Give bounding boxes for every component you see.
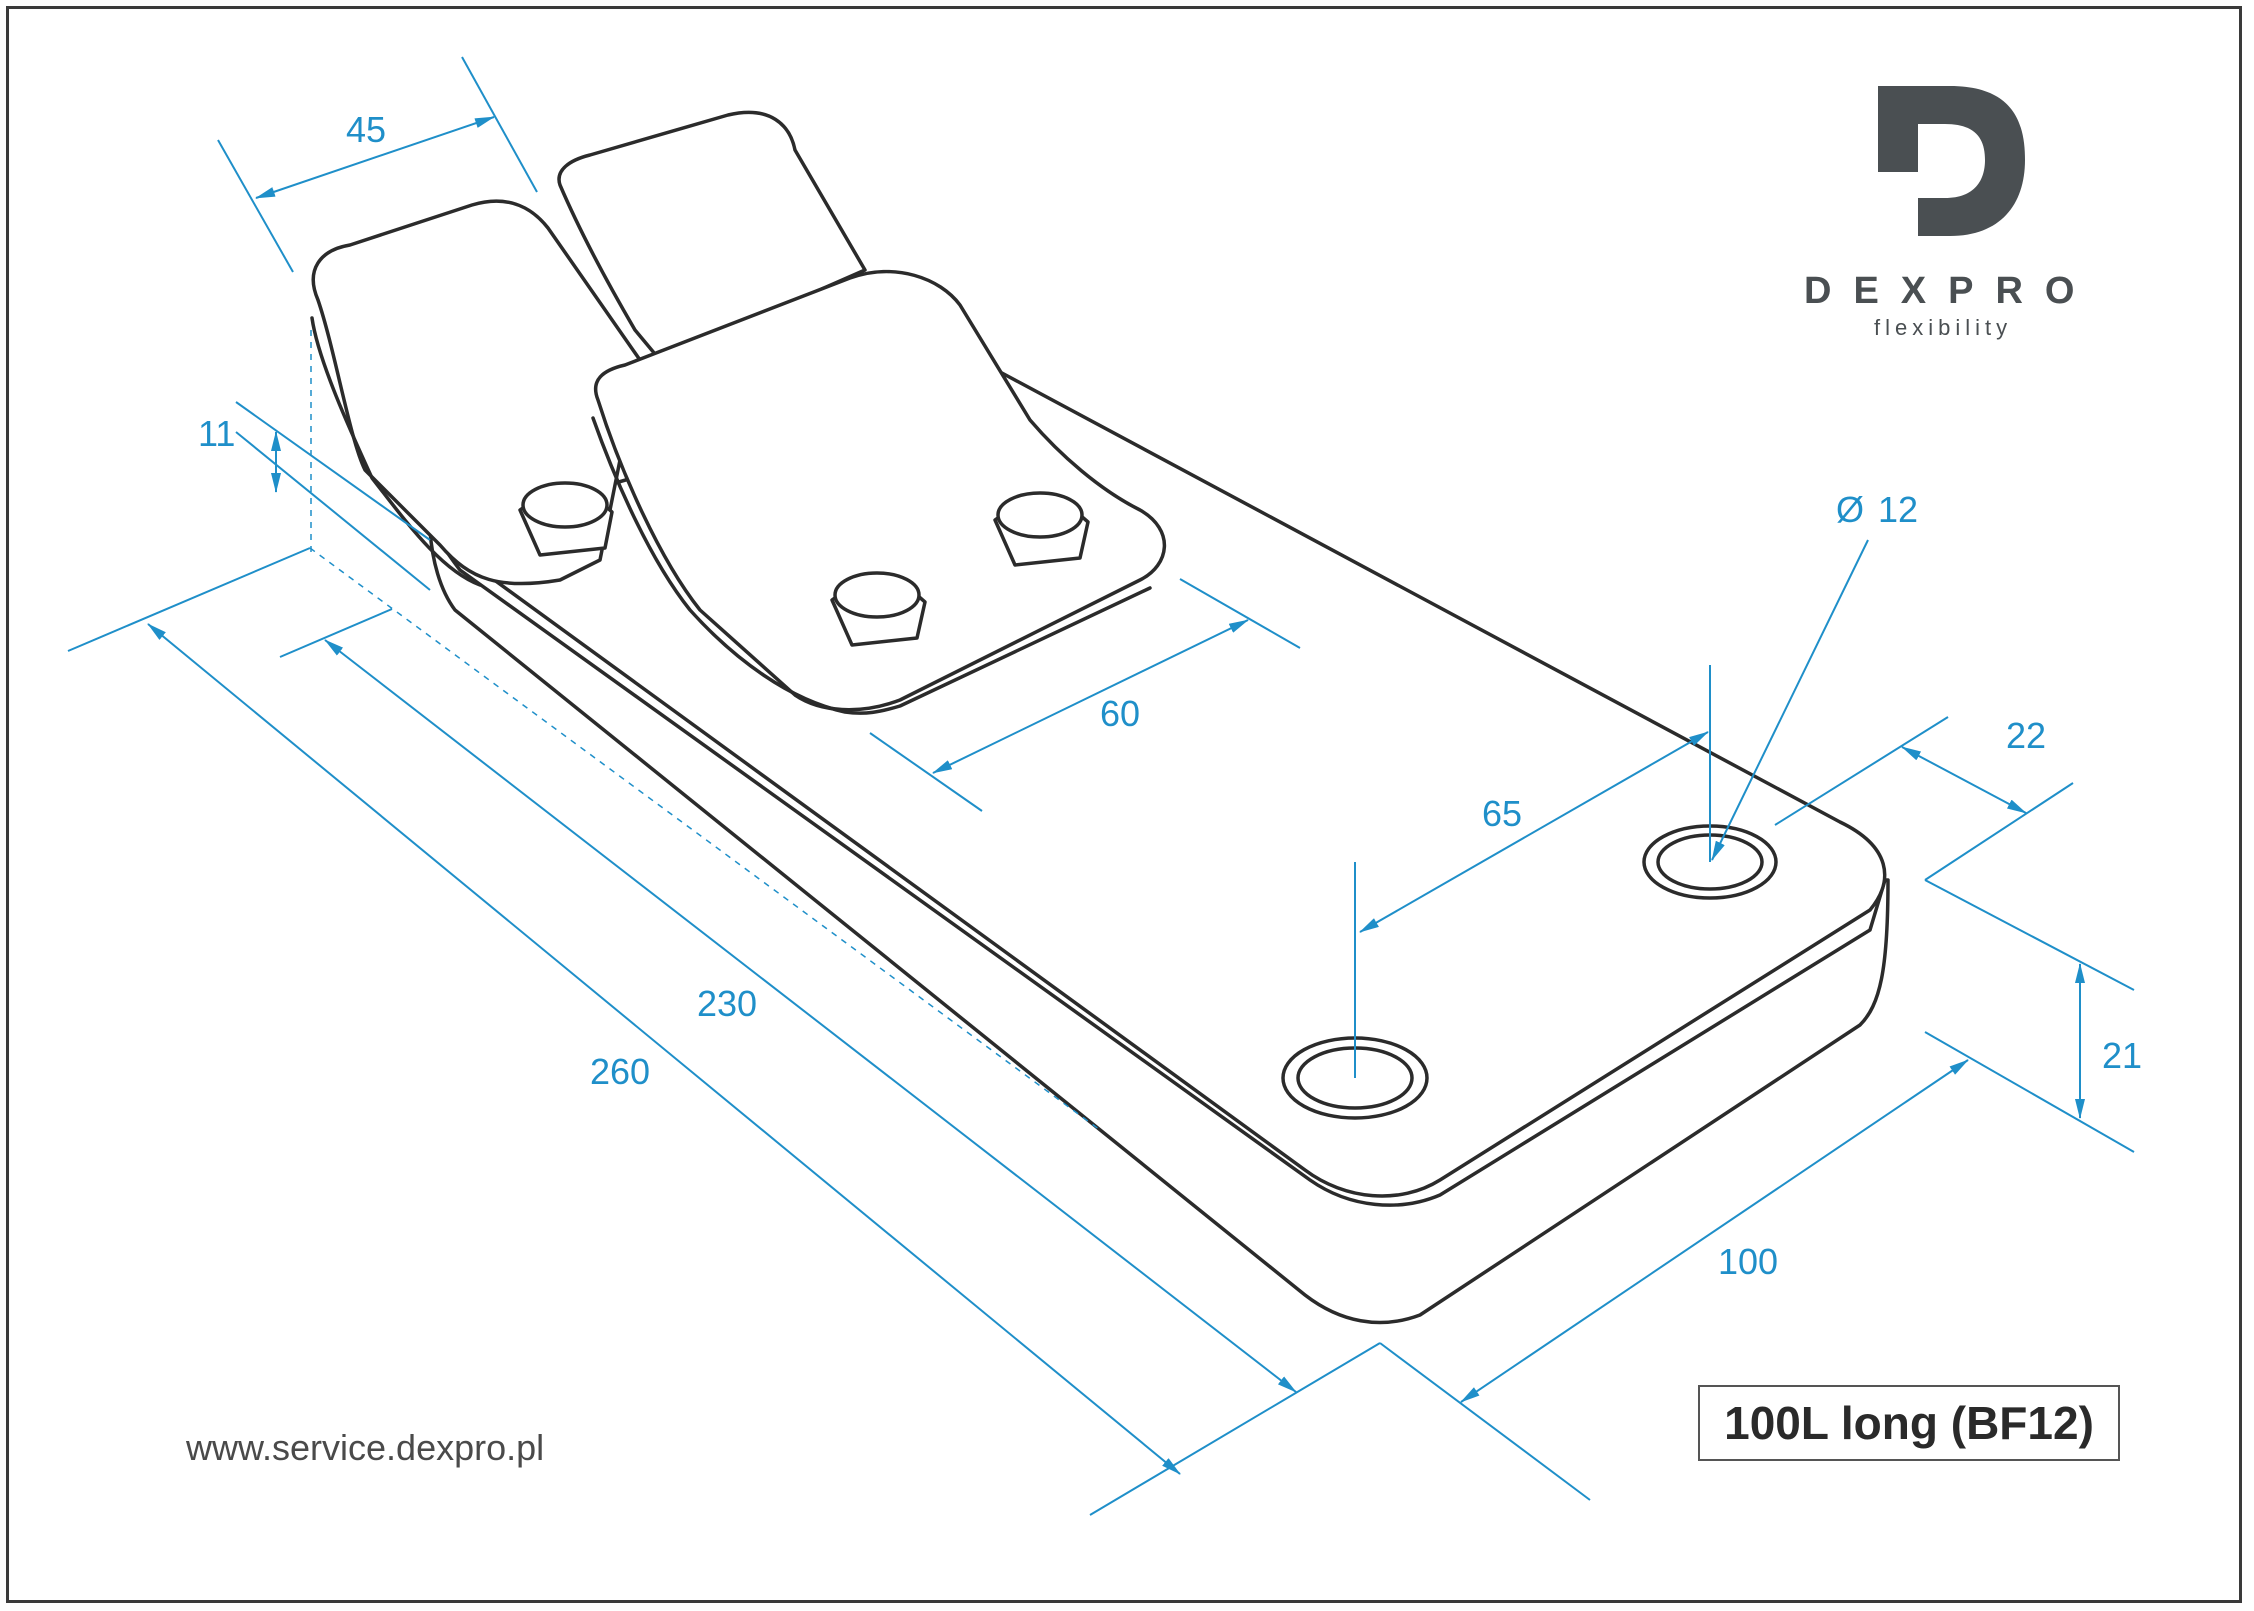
brand-name: DEXPRO xyxy=(1804,270,2096,312)
dim-11-ext-a xyxy=(235,401,431,541)
dim-60-line xyxy=(932,619,1249,774)
dim-12-leader xyxy=(1711,539,1869,861)
hex-bolt-1 xyxy=(518,481,614,557)
dim-12-value: 12 xyxy=(1878,489,1918,530)
dim-22-ext-b xyxy=(1924,782,2074,881)
dim-22-line xyxy=(1901,746,2027,814)
diameter-symbol: Ø xyxy=(1836,489,1864,530)
dim-60-ext-a xyxy=(869,732,983,812)
part-outline xyxy=(310,110,1890,1325)
drawing-frame xyxy=(6,6,2242,1603)
dim-100-line xyxy=(1460,1059,1969,1403)
website-url: www.service.dexpro.pl xyxy=(186,1427,545,1468)
hex-bolt-2 xyxy=(993,491,1090,567)
pedal-rear-edge xyxy=(310,316,482,587)
dim-260-label: 260 xyxy=(590,1051,650,1092)
dim-45-label: 45 xyxy=(346,109,386,150)
model-label: 100L long (BF12) xyxy=(1698,1385,2120,1461)
dim-230-label: 230 xyxy=(697,983,757,1024)
dim-60-ext-b xyxy=(1179,578,1301,649)
dim-65-label: 65 xyxy=(1482,793,1522,834)
dim-260-ext-a xyxy=(67,547,311,652)
logo-d-mark-icon xyxy=(1878,86,2025,236)
dimension-lines xyxy=(67,56,2135,1516)
dim-22-ext-a xyxy=(1774,716,1949,826)
dim-45-ext-a xyxy=(217,139,294,273)
dim-100-label: 100 xyxy=(1718,1241,1778,1282)
dim-100-ext-b xyxy=(1924,1031,2135,1153)
dim-260-ext-b xyxy=(1089,1342,1381,1516)
dim-45-line xyxy=(255,116,495,199)
dim-21-ext-a xyxy=(1924,879,2135,991)
dim-65-line xyxy=(1359,731,1709,933)
dim-12-label: Ø 12 xyxy=(1836,489,1918,530)
dim-230-line xyxy=(324,639,1297,1393)
dim-230-ext-a xyxy=(279,608,393,658)
dim-60-label: 60 xyxy=(1100,693,1140,734)
dexpro-logo: DEXPRO flexibility xyxy=(1804,86,2096,340)
dim-100-ext-a xyxy=(1379,1342,1591,1501)
dim-45-ext-b xyxy=(461,56,538,193)
pedal-front xyxy=(594,269,1167,712)
hex-bolt-3 xyxy=(830,571,927,647)
dim-11-ext-b xyxy=(235,431,431,591)
dim-21-label: 21 xyxy=(2102,1035,2142,1076)
dim-22-label: 22 xyxy=(2006,715,2046,756)
brand-tagline: flexibility xyxy=(1874,315,2012,340)
dim-11-label: 11 xyxy=(198,413,235,454)
pedal-middle xyxy=(557,110,867,362)
